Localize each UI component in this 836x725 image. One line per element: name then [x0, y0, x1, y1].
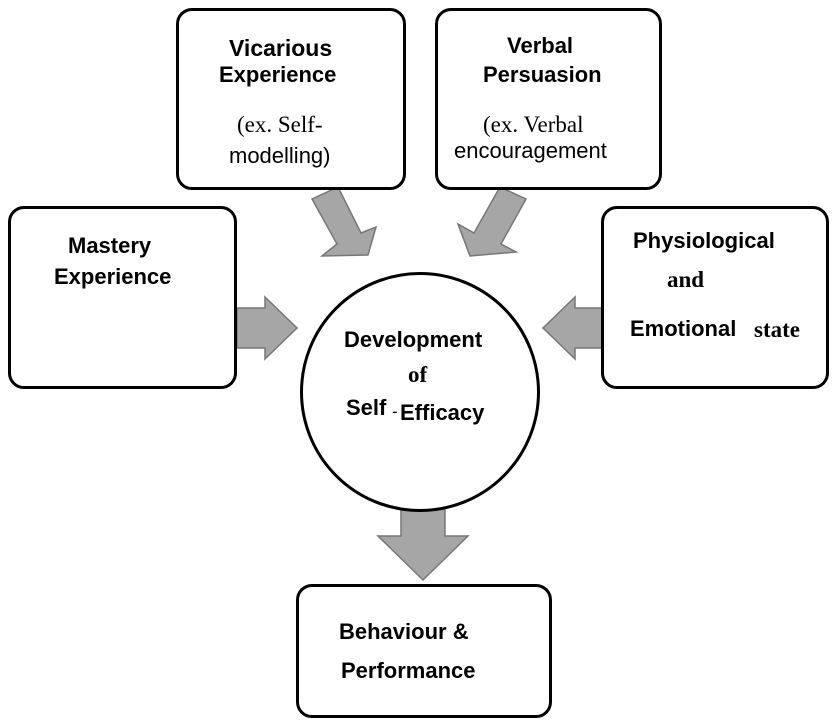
mastery-title-line1: Mastery	[68, 233, 152, 258]
arrow-vicarious-to-center	[310, 186, 378, 257]
center-line3-efficacy: Efficacy	[400, 400, 485, 425]
verbal-title-line1: Verbal	[507, 33, 574, 58]
center-line3-hyphen: -	[392, 402, 398, 421]
physiological-line3-state: state	[754, 317, 800, 342]
vicarious-example-line1: (ex. Self-	[237, 112, 323, 137]
center-line1: Development	[344, 327, 483, 352]
mastery-title-line2: Experience	[54, 264, 172, 289]
arrow-physiological-to-center	[541, 295, 604, 361]
verbal-persuasion-box: Verbal Persuasion (ex. Verbal encouragem…	[435, 8, 662, 190]
vicarious-title-line1: Vicarious	[229, 35, 333, 61]
verbal-example-line2: encouragement	[454, 138, 607, 163]
vicarious-title-line2: Experience	[219, 62, 337, 87]
center-line3-self: Self	[346, 395, 387, 420]
behaviour-line1: Behaviour &	[339, 619, 469, 644]
physiological-line1: Physiological	[633, 228, 775, 253]
verbal-example-line1: (ex. Verbal	[483, 112, 584, 137]
arrow-mastery-to-center	[236, 295, 299, 361]
mastery-experience-box: Mastery Experience	[8, 206, 237, 389]
physiological-line2: and	[667, 267, 705, 292]
behaviour-line2: Performance	[341, 658, 476, 683]
vicarious-experience-box: Vicarious Experience (ex. Self- modellin…	[176, 8, 406, 190]
vicarious-example-line2: modelling)	[229, 143, 331, 168]
self-efficacy-circle: Development of Self - Efficacy	[300, 272, 540, 512]
arrow-verbal-to-center	[456, 186, 528, 257]
center-line2: of	[408, 362, 428, 387]
behaviour-performance-box: Behaviour & Performance	[296, 584, 552, 718]
physiological-emotional-box: Physiological and Emotional state	[601, 206, 829, 389]
physiological-line3-emotional: Emotional	[630, 316, 737, 341]
verbal-title-line2: Persuasion	[483, 62, 602, 87]
